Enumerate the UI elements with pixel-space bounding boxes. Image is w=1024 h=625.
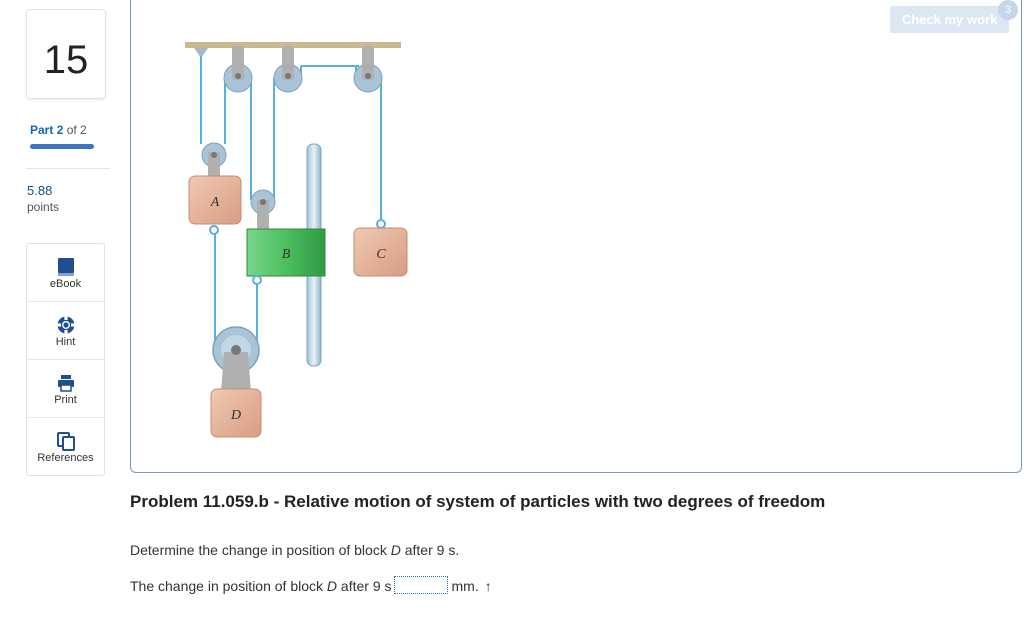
q2-suffix: after 9 s <box>337 578 392 594</box>
part-label: Part <box>30 123 54 137</box>
references-button[interactable]: References <box>27 418 104 475</box>
answer-row: The change in position of block D after … <box>130 576 492 596</box>
block-a: A <box>188 175 242 235</box>
block-a-pulley <box>201 142 227 178</box>
block-b: B <box>246 228 326 285</box>
ceiling-beam <box>185 42 401 48</box>
block-d: D <box>210 388 262 438</box>
block-b-label: B <box>282 247 291 262</box>
sidebar-divider <box>26 168 110 169</box>
anchor-left <box>194 48 208 58</box>
part-progress-bar <box>30 144 94 149</box>
block-d-label: D <box>230 408 241 423</box>
question-number-card: 15 <box>26 9 106 99</box>
printer-icon <box>58 375 74 392</box>
part-total: of 2 <box>66 123 87 137</box>
top-pulley-2 <box>273 46 303 93</box>
block-c: C <box>353 219 408 277</box>
top-pulley-1 <box>223 46 253 93</box>
print-label: Print <box>54 394 77 406</box>
q1-prefix: Determine the change in position of bloc… <box>130 542 391 558</box>
problem-title: Problem 11.059.b - Relative motion of sy… <box>130 492 826 511</box>
q2-variable: D <box>326 578 338 594</box>
tools-panel: eBook Hint Print References <box>26 243 105 476</box>
check-attempts-badge: 3 <box>998 0 1018 20</box>
copy-icon <box>57 432 75 451</box>
answer-input[interactable] <box>393 576 448 595</box>
references-label: References <box>37 452 94 464</box>
ebook-label: eBook <box>49 278 82 290</box>
question-number: 15 <box>43 38 89 82</box>
points-value: 5.88 <box>27 183 53 198</box>
q2-prefix: The change in position of block <box>130 578 327 594</box>
lifebuoy-icon <box>57 316 75 334</box>
q1-suffix: after 9 s. <box>400 542 460 558</box>
q1-variable: D <box>390 542 401 558</box>
print-button[interactable]: Print <box>27 360 104 418</box>
direction-arrow: ↑ <box>484 578 492 594</box>
points-label: points <box>27 200 60 214</box>
ebook-button[interactable]: eBook <box>27 244 104 302</box>
part-current: 2 <box>56 123 64 137</box>
check-my-work-button[interactable]: Check my work <box>890 6 1009 33</box>
part-indicator: Part 2 of 2 <box>30 123 87 137</box>
hint-label: Hint <box>55 336 76 348</box>
pulley-system-figure: A B C D <box>185 42 408 438</box>
answer-unit: mm. <box>451 578 479 594</box>
block-a-label: A <box>210 195 220 210</box>
book-icon <box>58 258 74 276</box>
top-pulley-3 <box>353 46 383 93</box>
block-b-pulley <box>250 189 276 230</box>
question-prompt: Determine the change in position of bloc… <box>130 542 459 558</box>
hint-button[interactable]: Hint <box>27 302 104 360</box>
block-c-label: C <box>376 247 386 262</box>
figure-panel: A B C D <box>130 0 1022 473</box>
block-d-pulley <box>212 326 260 392</box>
ropes <box>200 56 382 348</box>
